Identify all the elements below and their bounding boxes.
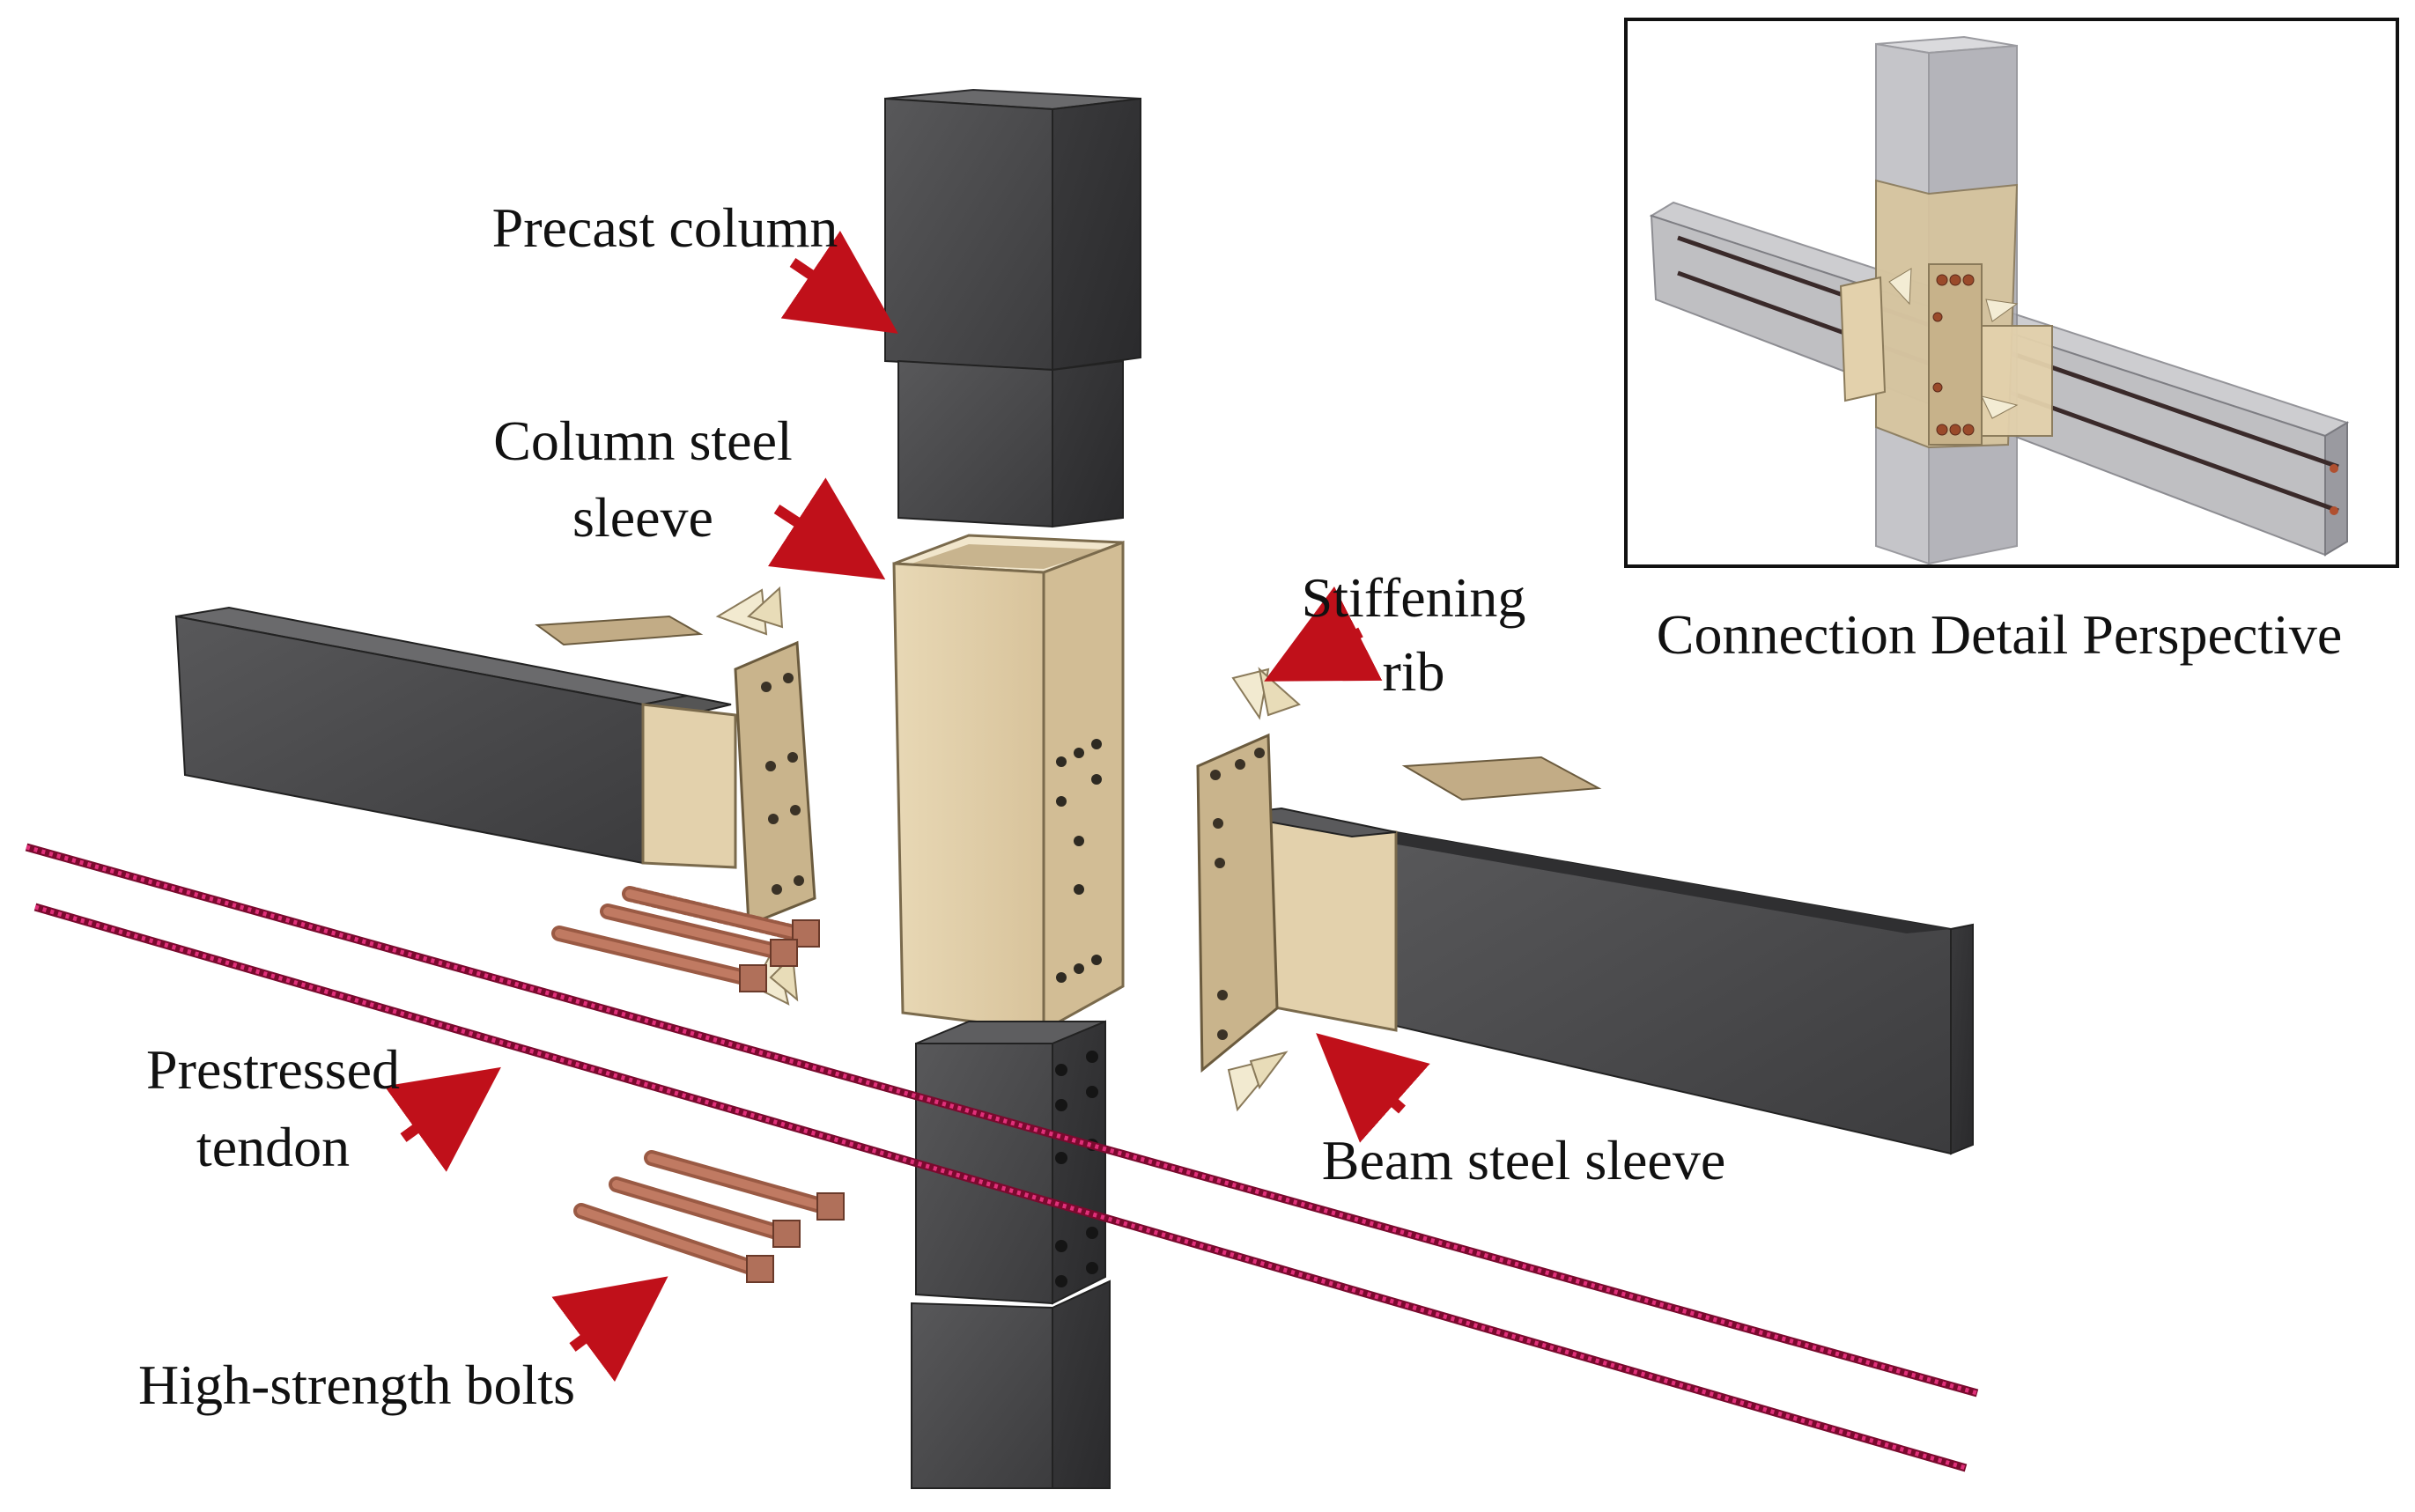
arrow-precast-column (780, 230, 898, 334)
cover-plate-right (1401, 756, 1602, 801)
arrow-stiffening-rib (1264, 586, 1383, 682)
end-plate-right (1196, 733, 1279, 1073)
inset-panel (1624, 18, 2399, 568)
callout-arrows (384, 230, 1430, 1383)
bolt (644, 1150, 845, 1221)
cover-plate-left (535, 615, 704, 646)
high-strength-bolts-lower (573, 1150, 845, 1283)
column-steel-sleeve (892, 534, 1125, 1033)
label-column-steel-sleeve-line2: sleeve (572, 486, 713, 549)
label-prestressed-tendon-line1: Prestressed (146, 1038, 400, 1101)
bolt (609, 1176, 801, 1248)
inset-joint (1839, 179, 2053, 449)
prestressed-tendons (25, 843, 1979, 1472)
bolt (551, 926, 767, 992)
high-strength-bolts-upper (551, 886, 820, 992)
bolt (573, 1203, 774, 1283)
sleeve-bolt-holes (1056, 739, 1102, 983)
arrow-bolts (551, 1276, 668, 1383)
arrow-prestressed-tendon (384, 1066, 501, 1172)
precast-beam-left (174, 606, 737, 869)
precast-column-lower (911, 1020, 1111, 1489)
stiffening-rib-left-top (715, 586, 784, 636)
label-prestressed-tendon-line2: tendon (196, 1116, 351, 1178)
precast-beam-right (1227, 807, 1974, 1155)
label-beam-steel-sleeve: Beam steel sleeve (1321, 1129, 1726, 1191)
arrow-column-sleeve (767, 477, 886, 580)
arrow-beam-sleeve (1316, 1033, 1430, 1143)
bolt (600, 904, 798, 967)
label-column-steel-sleeve-line1: Column steel (493, 409, 793, 472)
label-high-strength-bolts: High-strength bolts (138, 1353, 575, 1416)
precast-column-upper (884, 88, 1141, 528)
stiffening-rib-right-top (1231, 667, 1301, 720)
prestressed-tendon-upper (25, 843, 1979, 1398)
end-plate-left (734, 640, 816, 927)
label-precast-column: Precast column (491, 196, 838, 259)
inset-caption: Connection Detail Perspective (1656, 603, 2343, 666)
label-stiffening-rib-line2: rib (1382, 640, 1445, 703)
stiffening-rib-right-bottom (1227, 1051, 1289, 1112)
label-stiffening-rib-line1: Stiffening (1301, 566, 1526, 629)
